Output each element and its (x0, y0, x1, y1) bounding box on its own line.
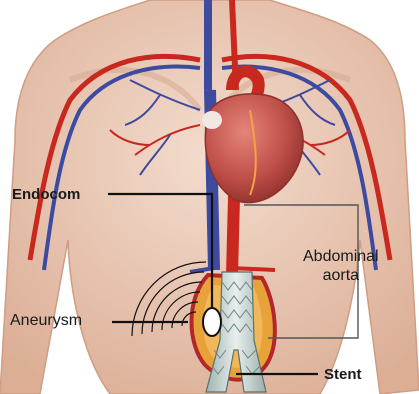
label-endocom: Endocom (12, 186, 80, 203)
label-abdominal-aorta-line2: aorta (303, 266, 379, 285)
label-abdominal-aorta: Abdominal aorta (303, 247, 379, 285)
heart-atrium (202, 111, 222, 129)
endocom-sensor (203, 308, 221, 336)
label-stent: Stent (324, 366, 362, 383)
label-aneurysm: Aneurysm (10, 312, 82, 330)
renal-artery (232, 268, 275, 270)
label-abdominal-aorta-line1: Abdominal (303, 247, 379, 266)
